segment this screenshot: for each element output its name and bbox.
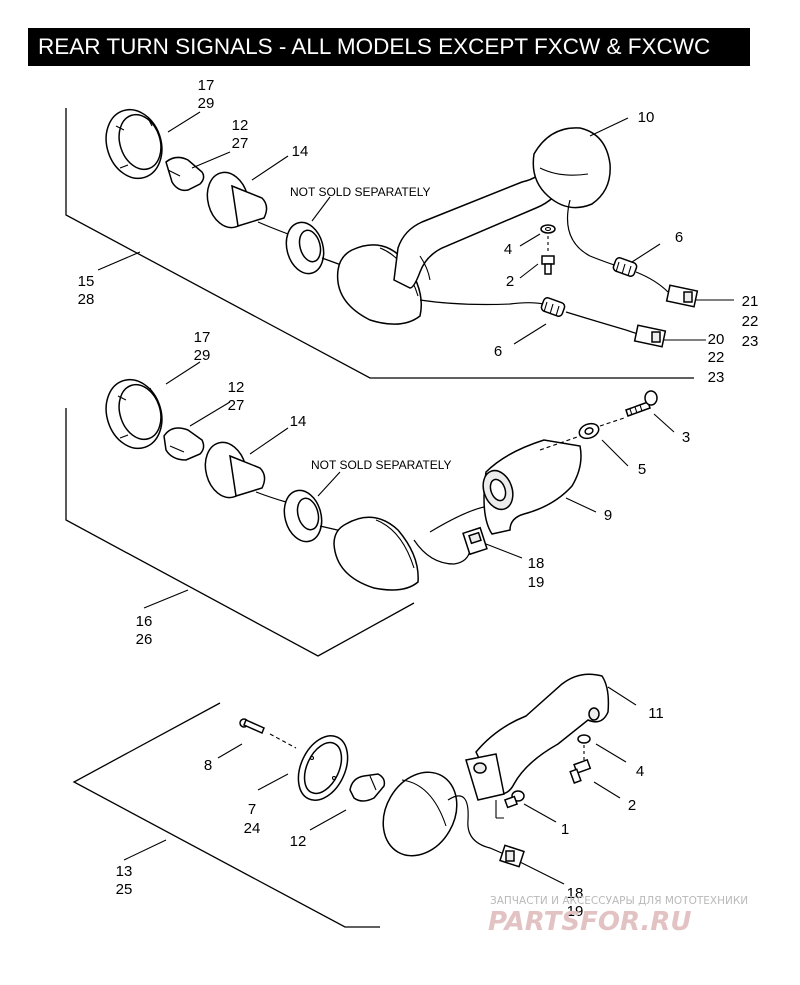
callout-12: 12 — [290, 833, 307, 850]
wire-upper-out — [635, 271, 669, 293]
part-wire-grommet-lower — [540, 297, 566, 317]
part-trim-ring — [297, 735, 349, 801]
assembly-axis — [539, 417, 625, 451]
part-socket-housing — [204, 441, 287, 503]
callout-1: 1 — [561, 821, 569, 838]
part-connector-upper — [665, 284, 699, 308]
part-bolt — [569, 758, 592, 784]
callout-4: 4 — [504, 241, 512, 258]
callout-20: 20 — [708, 331, 725, 348]
callout-7: 7 — [248, 801, 256, 818]
callout-12: 12 — [228, 379, 245, 396]
callout-8: 8 — [204, 757, 212, 774]
callout-13: 13 — [116, 863, 133, 880]
callout-24: 24 — [244, 820, 261, 837]
callout-11: 11 — [648, 705, 664, 722]
callout-17: 17 — [194, 329, 211, 346]
callout-3: 3 — [682, 429, 690, 446]
assembly-group-3: 8 11 4 2 7 24 1 12 18 19 13 25 — [72, 673, 664, 928]
part-socket-housing — [206, 171, 289, 235]
callout-15: 15 — [78, 273, 95, 290]
part-connector — [499, 844, 525, 868]
callout-4: 4 — [636, 763, 644, 780]
part-screw — [625, 390, 658, 417]
callout-12: 12 — [232, 117, 249, 134]
callout-23: 23 — [708, 369, 725, 386]
part-wire-grommet-upper — [612, 257, 638, 277]
callout-29: 29 — [194, 347, 211, 364]
wire-lower-out — [565, 311, 639, 335]
callout-5: 5 — [638, 461, 646, 478]
part-connector-lower — [633, 324, 667, 348]
callout-17: 17 — [198, 77, 215, 94]
watermark-logo: PARTSFOR.RU — [488, 907, 691, 937]
group2-bracket — [65, 408, 415, 657]
callout-2: 2 — [506, 273, 514, 290]
part-washer — [577, 734, 591, 744]
callout-14: 14 — [290, 413, 307, 430]
wire-upper — [566, 199, 625, 269]
callout-14: 14 — [292, 143, 309, 160]
callout-23: 23 — [742, 333, 759, 350]
assembly-group-1: 17 29 12 27 14 NOT SOLD SEPARATELY 10 6 … — [65, 77, 759, 386]
part-bulb — [163, 427, 205, 461]
wire-lower — [419, 299, 557, 309]
assembly-group-2: 17 29 12 27 14 NOT SOLD SEPARATELY 3 5 9… — [65, 329, 690, 657]
watermark: ЗАПЧАСТИ И АКСЕССУАРЫ ДЛЯ МОТОТЕХНИКИ PA… — [488, 895, 748, 937]
part-signal-housing — [333, 516, 419, 591]
callout-26: 26 — [136, 631, 153, 648]
callout-18: 18 — [567, 885, 584, 902]
callout-22: 22 — [742, 313, 759, 330]
callout-16: 16 — [136, 613, 153, 630]
part-washer — [578, 422, 600, 440]
callout-28: 28 — [78, 291, 95, 308]
part-washer — [540, 224, 556, 234]
part-grommet — [285, 221, 345, 275]
wire — [447, 795, 505, 855]
part-screw — [503, 790, 525, 809]
callout-10: 10 — [638, 109, 655, 126]
group1-bracket — [65, 108, 694, 379]
callout-2: 2 — [628, 797, 636, 814]
part-mount — [482, 439, 582, 535]
group3-bracket — [72, 702, 380, 928]
part-lens-ring — [105, 378, 163, 450]
callout-18: 18 — [528, 555, 545, 572]
part-lens-ring — [105, 108, 163, 180]
part-screw — [239, 718, 297, 749]
callout-19: 19 — [567, 903, 584, 920]
callout-25: 25 — [116, 881, 133, 898]
callout-22: 22 — [708, 349, 725, 366]
callout-27: 27 — [232, 135, 249, 152]
part-grommet — [283, 489, 347, 543]
callout-9: 9 — [604, 507, 612, 524]
callout-27: 27 — [228, 397, 245, 414]
callout-6: 6 — [675, 229, 683, 246]
note-not-sold-separately: NOT SOLD SEPARATELY — [311, 458, 451, 472]
callout-29: 29 — [198, 95, 215, 112]
page-title: REAR TURN SIGNALS - ALL MODELS EXCEPT FX… — [28, 28, 750, 66]
watermark-caption: ЗАПЧАСТИ И АКСЕССУАРЫ ДЛЯ МОТОТЕХНИКИ — [490, 895, 748, 907]
part-bolt — [541, 255, 555, 275]
callout-19: 19 — [528, 574, 545, 591]
part-bulb — [165, 156, 205, 192]
part-bulb — [349, 773, 386, 802]
note-not-sold-separately: NOT SOLD SEPARATELY — [290, 185, 430, 199]
part-bracket — [465, 673, 610, 819]
wire — [413, 539, 471, 565]
callout-6: 6 — [494, 343, 502, 360]
part-mounting-arm — [393, 127, 611, 289]
callout-21: 21 — [742, 293, 759, 310]
part-connector — [462, 526, 488, 556]
part-lamp-housing — [382, 771, 458, 857]
